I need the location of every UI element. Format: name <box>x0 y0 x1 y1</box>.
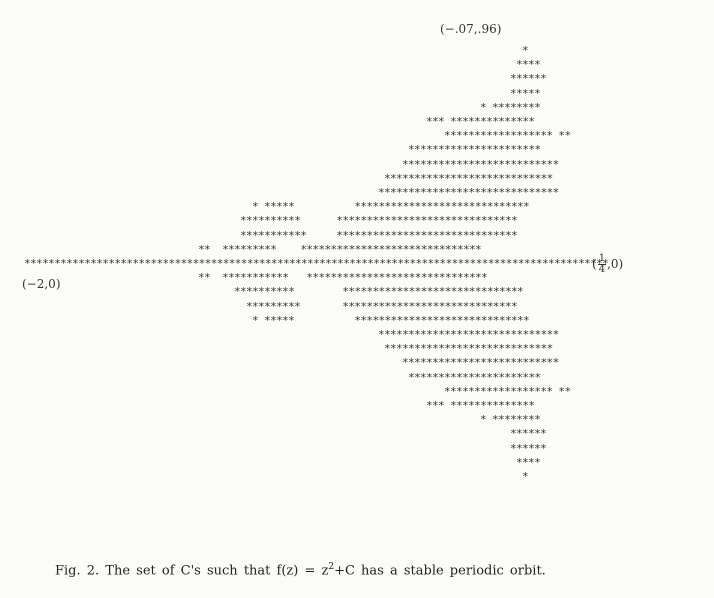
fraction-denominator: 4 <box>598 264 606 275</box>
asterisk-row: **** <box>516 58 541 72</box>
caption-suffix: +C has a stable periodic orbit. <box>334 563 546 579</box>
asterisk-row: *********** ****************************… <box>240 228 518 242</box>
asterisk-row: ****** <box>510 427 547 441</box>
caption-prefix: Fig. 2. The set of C's such that f(z) = … <box>55 563 329 579</box>
asterisk-row: *** ************** <box>426 399 535 412</box>
asterisk-row: **************************** <box>384 171 553 185</box>
asterisk-row: ********************** <box>408 143 541 157</box>
asterisk-row: ****** <box>510 441 547 455</box>
asterisk-row: **************************** <box>384 342 553 356</box>
asterisk-row: * <box>522 44 529 57</box>
asterisk-row: * <box>522 470 529 483</box>
asterisk-row: ********* ***************************** <box>246 299 518 313</box>
asterisk-row: ****** <box>510 72 547 86</box>
asterisk-row: ********************** <box>408 370 541 384</box>
right-label-close: ,0) <box>607 257 624 271</box>
figure-caption: Fig. 2. The set of C's such that f(z) = … <box>55 562 546 578</box>
asterisk-row: ****************************************… <box>24 257 609 270</box>
asterisk-row: **** <box>516 455 541 469</box>
asterisk-row: ****************************** <box>378 186 559 199</box>
fraction-numerator: 1 <box>597 253 607 265</box>
asterisk-row: ** ********* ***************************… <box>198 242 482 256</box>
asterisk-row: ************************** <box>402 157 559 171</box>
right-label-open: ( <box>592 257 597 271</box>
asterisk-row: ********** *****************************… <box>240 214 518 228</box>
asterisk-row: ********** *****************************… <box>234 285 524 299</box>
caption-exponent: 2 <box>328 562 335 572</box>
asterisk-row: ************************** <box>402 356 559 370</box>
asterisk-row: ****************************** <box>378 328 559 341</box>
asterisk-row: *** ************** <box>426 115 535 128</box>
left-point-label: (−2,0) <box>22 277 61 291</box>
asterisk-row: ** *********** *************************… <box>198 271 488 285</box>
asterisk-row: * ******** <box>480 413 541 427</box>
asterisk-row: ****************** ** <box>444 129 571 143</box>
asterisk-row: * ******** <box>480 100 541 114</box>
top-point-label: (−.07,.96) <box>440 22 502 36</box>
asterisk-row: ***** <box>510 86 541 100</box>
asterisk-row: * ***** ***************************** <box>252 313 530 327</box>
asterisk-row: * ***** ***************************** <box>252 200 530 214</box>
asterisk-row: ****************** ** <box>444 384 571 398</box>
